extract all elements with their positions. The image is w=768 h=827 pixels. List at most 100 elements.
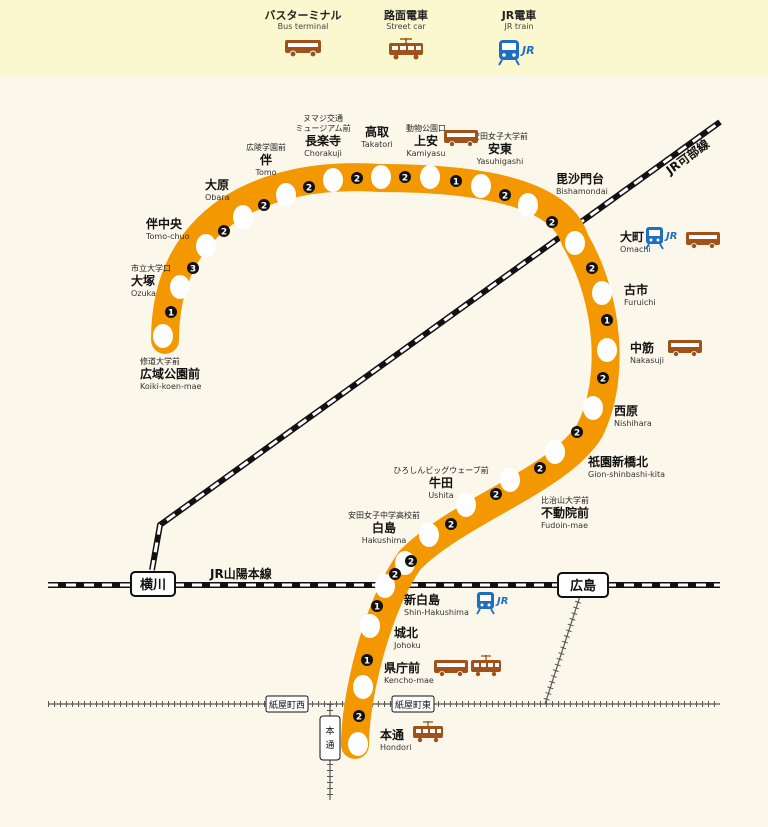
station-name-en: Hondori	[380, 743, 411, 752]
hiroshima-station: 広島	[557, 572, 609, 598]
travel-time-value: 2	[537, 464, 543, 474]
jr-train-icon: JR	[498, 40, 535, 66]
travel-time-badge	[586, 262, 598, 274]
station-dot	[420, 165, 440, 189]
jr-kabe-line	[149, 119, 722, 571]
omachi-jr-icon	[645, 226, 679, 250]
station-name-en: Obara	[205, 193, 230, 202]
travel-time-value: 2	[502, 191, 508, 201]
station-dot	[353, 675, 373, 699]
station-prefix: 市立大学口	[131, 263, 171, 273]
travel-time-badge	[389, 568, 401, 580]
station-name-en: Ozuka	[131, 289, 156, 298]
station-name-jp: 上安	[414, 133, 438, 148]
nakasuji-bus-icon	[667, 339, 703, 358]
station-name-jp: 大原	[205, 177, 229, 192]
station-dot	[500, 468, 520, 492]
travel-time-badge	[187, 262, 199, 274]
travel-time-value: 2	[221, 227, 227, 237]
station-name-jp: 城北	[394, 625, 418, 640]
station-dot	[597, 338, 617, 362]
station-name-en: Hakushima	[362, 536, 407, 545]
station-name-en: Tomo-chuo	[145, 232, 190, 241]
hondori-tram-icon	[412, 720, 444, 743]
station-name-jp: 中筋	[630, 340, 654, 355]
travel-time-badge	[303, 181, 315, 193]
kencho-mae-bus-icon	[433, 659, 469, 677]
legend-bus-label: バスターミナル	[264, 9, 342, 22]
travel-time-badge	[601, 314, 613, 326]
travel-time-value: 2	[448, 520, 454, 530]
station-dot	[545, 440, 565, 464]
station-dot	[518, 193, 538, 217]
station-name-jp: 伴	[259, 152, 272, 167]
station-name-en: Johoku	[393, 641, 421, 650]
station-dot	[456, 493, 476, 517]
travel-time-value: 2	[549, 218, 555, 228]
travel-time-value: 2	[356, 712, 362, 722]
station-dot	[375, 574, 395, 598]
station-name-en: Chorakuji	[304, 149, 342, 158]
station-prefix: ひろしんビッグウェーブ前	[393, 465, 489, 475]
yokogawa-station: 横川	[130, 571, 176, 597]
travel-time-value: 1	[374, 602, 380, 612]
station-dot	[565, 231, 585, 255]
station-dot	[371, 165, 391, 189]
tram-stop-kamiyacho-nishi: 紙屋町西	[265, 695, 309, 713]
station-name-jp: 西原	[614, 404, 638, 418]
legend-jr-en: JR train	[504, 22, 534, 31]
kamiyacho-nishi-label: 紙屋町西	[269, 699, 305, 711]
travel-time-badge	[361, 654, 373, 666]
legend-jr: JR電車 JR train JR	[459, 10, 579, 66]
travel-time-badge	[450, 175, 462, 187]
station-name-en: Furuichi	[624, 298, 656, 307]
bus-icon	[285, 40, 321, 58]
travel-time-value: 1	[364, 656, 370, 666]
travel-time-badge	[490, 488, 502, 500]
station-dot	[170, 275, 190, 299]
station-name-en: Nakasuji	[630, 356, 664, 365]
station-name-en: Omachi	[620, 245, 651, 254]
legend-street-car-label: 路面電車	[384, 9, 428, 22]
station-name-en: Nishihara	[614, 419, 652, 428]
station-name-jp: 毘沙門台	[556, 171, 604, 186]
station-prefix: 修道大学前	[140, 356, 180, 366]
station-name-en: Tomo	[254, 168, 276, 177]
station-name-en: Yasuhigashi	[476, 157, 524, 166]
legend-street-car: 路面電車 Street car	[346, 10, 466, 60]
station-dots	[153, 165, 617, 756]
travel-time-value: 1	[168, 308, 174, 318]
station-name-jp: 本通	[380, 727, 404, 742]
jr-mark: JR	[520, 44, 535, 57]
omachi-bus-icon	[685, 231, 721, 250]
kencho-mae-tram-icon	[470, 654, 502, 677]
travel-time-value: 2	[392, 570, 398, 580]
travel-time-value: 3	[190, 264, 196, 274]
station-name-jp: 不動院前	[541, 505, 589, 520]
tram-stop-kamiyacho-higashi: 紙屋町東	[391, 695, 435, 713]
travel-time-badge	[534, 462, 546, 474]
travel-time-badge	[165, 306, 177, 318]
station-dot	[276, 183, 296, 207]
station-prefix: 安田女子中学高校前	[348, 510, 420, 520]
station-name-en: Takatori	[360, 140, 392, 149]
station-name-jp: 白島	[372, 520, 396, 535]
station-dot	[419, 523, 439, 547]
